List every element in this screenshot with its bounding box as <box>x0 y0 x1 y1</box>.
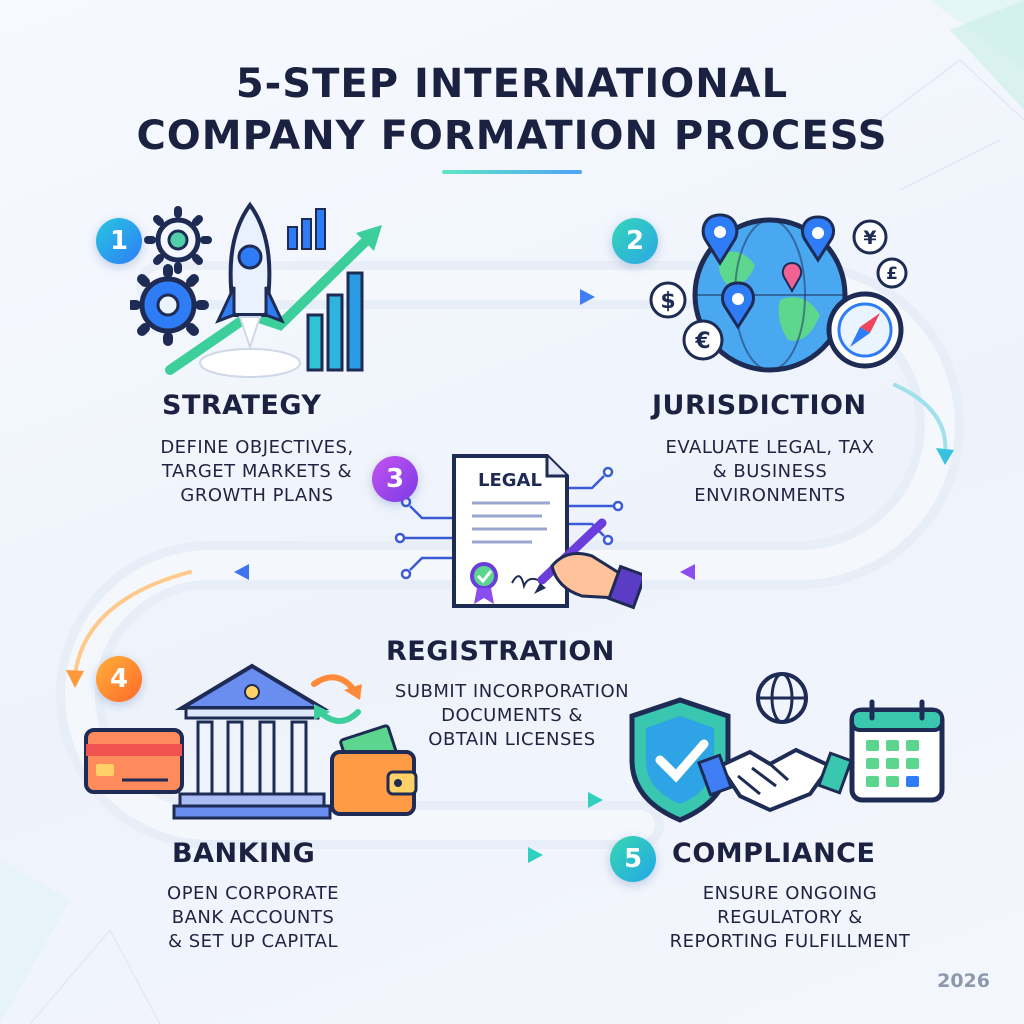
handshake-icon <box>696 747 854 813</box>
step-2-badge: 2 <box>612 218 658 264</box>
step-5-heading: COMPLIANCE <box>672 838 876 869</box>
banking-illustration <box>84 663 418 820</box>
compliance-illustration <box>629 672 945 823</box>
credit-card-icon <box>84 728 184 794</box>
currency-pound: £ <box>886 264 898 284</box>
exchange-arrows-icon <box>311 674 362 724</box>
legal-document-label: LEGAL <box>478 470 542 491</box>
footer-year: 2026 <box>937 970 990 992</box>
arrow-step4-to-5a <box>438 792 603 808</box>
arrow-step2-curve <box>893 383 948 457</box>
arrow-step3-to-4 <box>234 564 367 580</box>
step-2-heading: JURISDICTION <box>652 390 867 421</box>
step-3-heading: REGISTRATION <box>386 636 615 667</box>
compass-icon <box>826 291 904 369</box>
jurisdiction-illustration: $ € ¥ £ <box>649 213 908 373</box>
currency-dollar: $ <box>660 289 675 314</box>
step-3-badge: 3 <box>372 456 418 502</box>
step-5-badge: 5 <box>610 836 656 882</box>
currency-icon: $ € ¥ £ <box>649 219 908 361</box>
growth-chart-icon <box>165 208 382 375</box>
pen-hand-icon <box>534 518 642 610</box>
step-4-badge: 4 <box>96 656 142 702</box>
step-4-heading: BANKING <box>172 838 316 869</box>
title-line-1: 5-STEP INTERNATIONAL <box>235 61 789 107</box>
location-pin-icon <box>701 213 835 330</box>
step-4-description: OPEN CORPORATE BANK ACCOUNTS & SET UP CA… <box>167 883 339 952</box>
wallet-icon <box>330 724 418 816</box>
circuit-icon <box>394 466 624 580</box>
rocket-icon <box>199 201 301 378</box>
arrow-step4-curve <box>73 570 192 677</box>
globe-icon <box>692 217 848 373</box>
step-1-description: DEFINE OBJECTIVES, TARGET MARKETS & GROW… <box>160 437 354 506</box>
arrow-step2-to-3 <box>680 564 892 580</box>
step-3-description: SUBMIT INCORPORATION DOCUMENTS & OBTAIN … <box>394 681 630 750</box>
bank-icon <box>172 663 332 820</box>
globe-icon <box>756 672 808 724</box>
step-2-description: EVALUATE LEGAL, TAX & BUSINESS ENVIRONME… <box>665 437 875 506</box>
arrow-step1-to-2 <box>468 289 595 305</box>
title-line-2: COMPANY FORMATION PROCESS <box>136 113 888 159</box>
strategy-illustration <box>130 201 382 378</box>
step-5-description: ENSURE ONGOING REGULATORY & REPORTING FU… <box>669 883 911 952</box>
legal-document-icon: LEGAL <box>452 454 569 608</box>
currency-euro: € <box>694 329 710 354</box>
calendar-icon <box>849 699 945 803</box>
shield-check-icon <box>629 697 731 823</box>
registration-illustration: LEGAL <box>394 454 642 610</box>
gears-icon <box>130 206 212 346</box>
title-underline <box>442 170 582 174</box>
step-1-badge: 1 <box>96 218 142 264</box>
arrow-step4-to-5b <box>438 847 543 863</box>
currency-yen: ¥ <box>863 227 876 249</box>
step-1-heading: STRATEGY <box>162 390 322 421</box>
